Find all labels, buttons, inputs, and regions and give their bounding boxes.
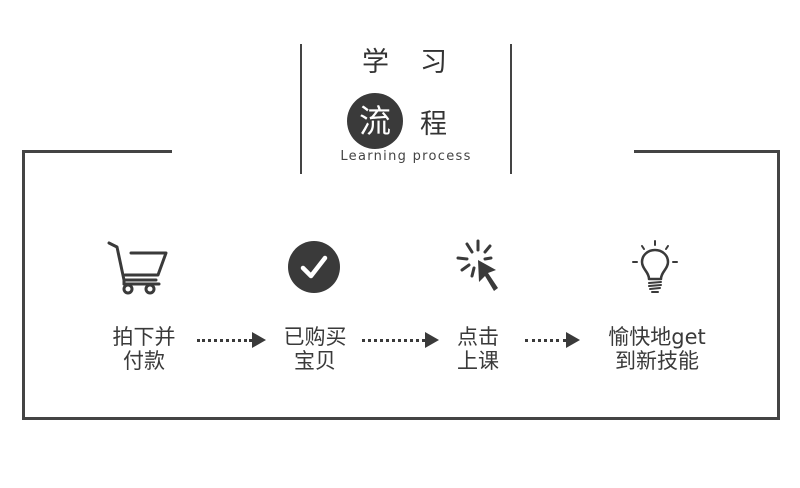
click-cursor-icon bbox=[456, 239, 498, 291]
frame-left bbox=[22, 150, 25, 420]
step-label: 拍下并 付款 bbox=[112, 325, 176, 373]
step-label: 已购买 宝贝 bbox=[283, 325, 347, 373]
step-label: 点击 上课 bbox=[457, 325, 499, 373]
title-char-4: 程 bbox=[420, 109, 447, 140]
frame-bottom bbox=[22, 417, 780, 420]
check-circle-icon bbox=[288, 241, 340, 293]
shopping-cart-icon bbox=[107, 241, 168, 295]
title-char-2: 习 bbox=[420, 47, 447, 78]
step-label: 愉快地get 到新技能 bbox=[608, 325, 706, 373]
title-highlight-circle: 流 bbox=[347, 93, 403, 149]
lightbulb-icon bbox=[632, 240, 678, 293]
title-char-1: 学 bbox=[362, 47, 389, 78]
dotted-arrow-icon bbox=[525, 332, 581, 348]
title-divider-right bbox=[510, 44, 512, 174]
title-divider-left bbox=[300, 44, 302, 174]
title-char-3: 流 bbox=[358, 102, 391, 140]
dotted-arrow-icon bbox=[362, 332, 440, 348]
frame-right bbox=[777, 150, 780, 420]
dotted-arrow-icon bbox=[197, 332, 267, 348]
frame-top-left bbox=[22, 150, 172, 153]
page-subtitle: Learning process bbox=[340, 149, 472, 164]
frame-top-right bbox=[634, 150, 780, 153]
